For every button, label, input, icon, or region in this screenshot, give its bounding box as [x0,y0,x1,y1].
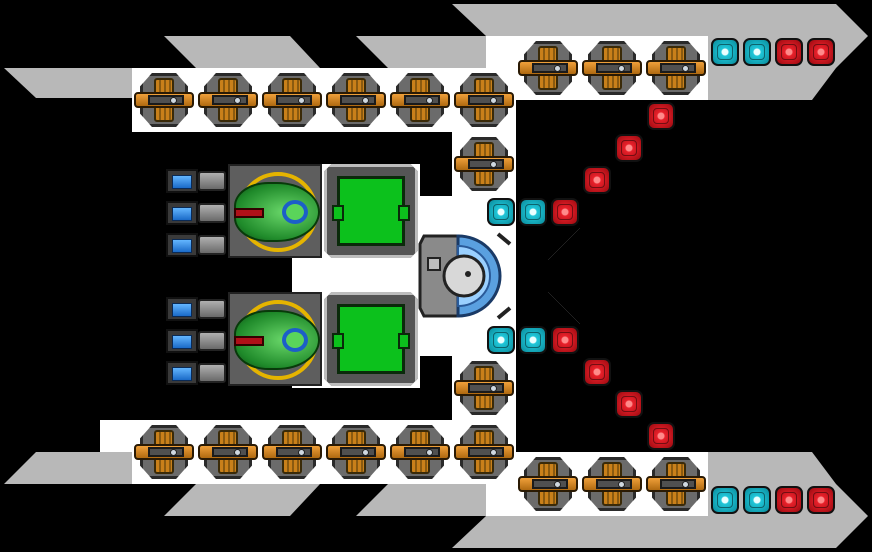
red-armor-block-icon[interactable] [615,134,643,162]
armor-fin [356,36,486,68]
coil-cannon-icon[interactable] [518,454,578,514]
red-armor-block-icon[interactable] [807,486,835,514]
armor-fin [4,68,132,98]
coil-cannon-icon[interactable] [646,454,706,514]
red-armor-block-icon[interactable] [615,390,643,418]
battery-cell-icon[interactable] [164,326,228,356]
red-armor-block-icon[interactable] [551,326,579,354]
battery-cell-icon[interactable] [164,230,228,260]
coil-cannon-icon[interactable] [646,38,706,98]
red-armor-block-icon[interactable] [551,198,579,226]
coil-cannon-icon[interactable] [262,70,322,130]
coil-cannon-icon[interactable] [454,358,514,418]
armor-fin [164,484,320,516]
coil-cannon-icon[interactable] [326,70,386,130]
coil-cannon-icon[interactable] [390,422,450,482]
red-armor-block-icon[interactable] [647,422,675,450]
red-armor-block-icon[interactable] [807,38,835,66]
cyan-shield-block-icon[interactable] [743,38,771,66]
battery-cell-icon[interactable] [164,198,228,228]
red-armor-block-icon[interactable] [775,38,803,66]
coil-cannon-icon[interactable] [326,422,386,482]
armor-fin [164,36,320,68]
coil-cannon-icon[interactable] [198,422,258,482]
coil-cannon-icon[interactable] [518,38,578,98]
red-armor-block-icon[interactable] [775,486,803,514]
battery-cell-icon[interactable] [164,166,228,196]
armor-fin [708,452,836,484]
cyan-shield-block-icon[interactable] [487,326,515,354]
coil-cannon-icon[interactable] [454,134,514,194]
red-armor-block-icon[interactable] [583,358,611,386]
armor-fin [4,452,132,484]
green-tank-icon[interactable] [324,164,418,258]
red-armor-block-icon[interactable] [647,102,675,130]
red-armor-block-icon[interactable] [583,166,611,194]
coil-cannon-icon[interactable] [262,422,322,482]
cyan-shield-block-icon[interactable] [519,198,547,226]
cyan-shield-block-icon[interactable] [519,326,547,354]
armor-fin [356,484,486,516]
coil-cannon-icon[interactable] [582,38,642,98]
coil-cannon-icon[interactable] [134,70,194,130]
cyan-shield-block-icon[interactable] [711,38,739,66]
coil-cannon-icon[interactable] [198,70,258,130]
green-turret-icon[interactable] [228,292,322,386]
coil-cannon-icon[interactable] [582,454,642,514]
coil-cannon-icon[interactable] [390,70,450,130]
hull-cutout [516,100,676,452]
cyan-shield-block-icon[interactable] [487,198,515,226]
cyan-shield-block-icon[interactable] [711,486,739,514]
coil-cannon-icon[interactable] [134,422,194,482]
green-turret-icon[interactable] [228,164,322,258]
cyan-shield-block-icon[interactable] [743,486,771,514]
battery-cell-icon[interactable] [164,358,228,388]
coil-cannon-icon[interactable] [454,70,514,130]
reactor-core-icon[interactable] [418,228,518,324]
green-tank-icon[interactable] [324,292,418,386]
coil-cannon-icon[interactable] [454,422,514,482]
battery-cell-icon[interactable] [164,294,228,324]
armor-fin [708,68,836,100]
